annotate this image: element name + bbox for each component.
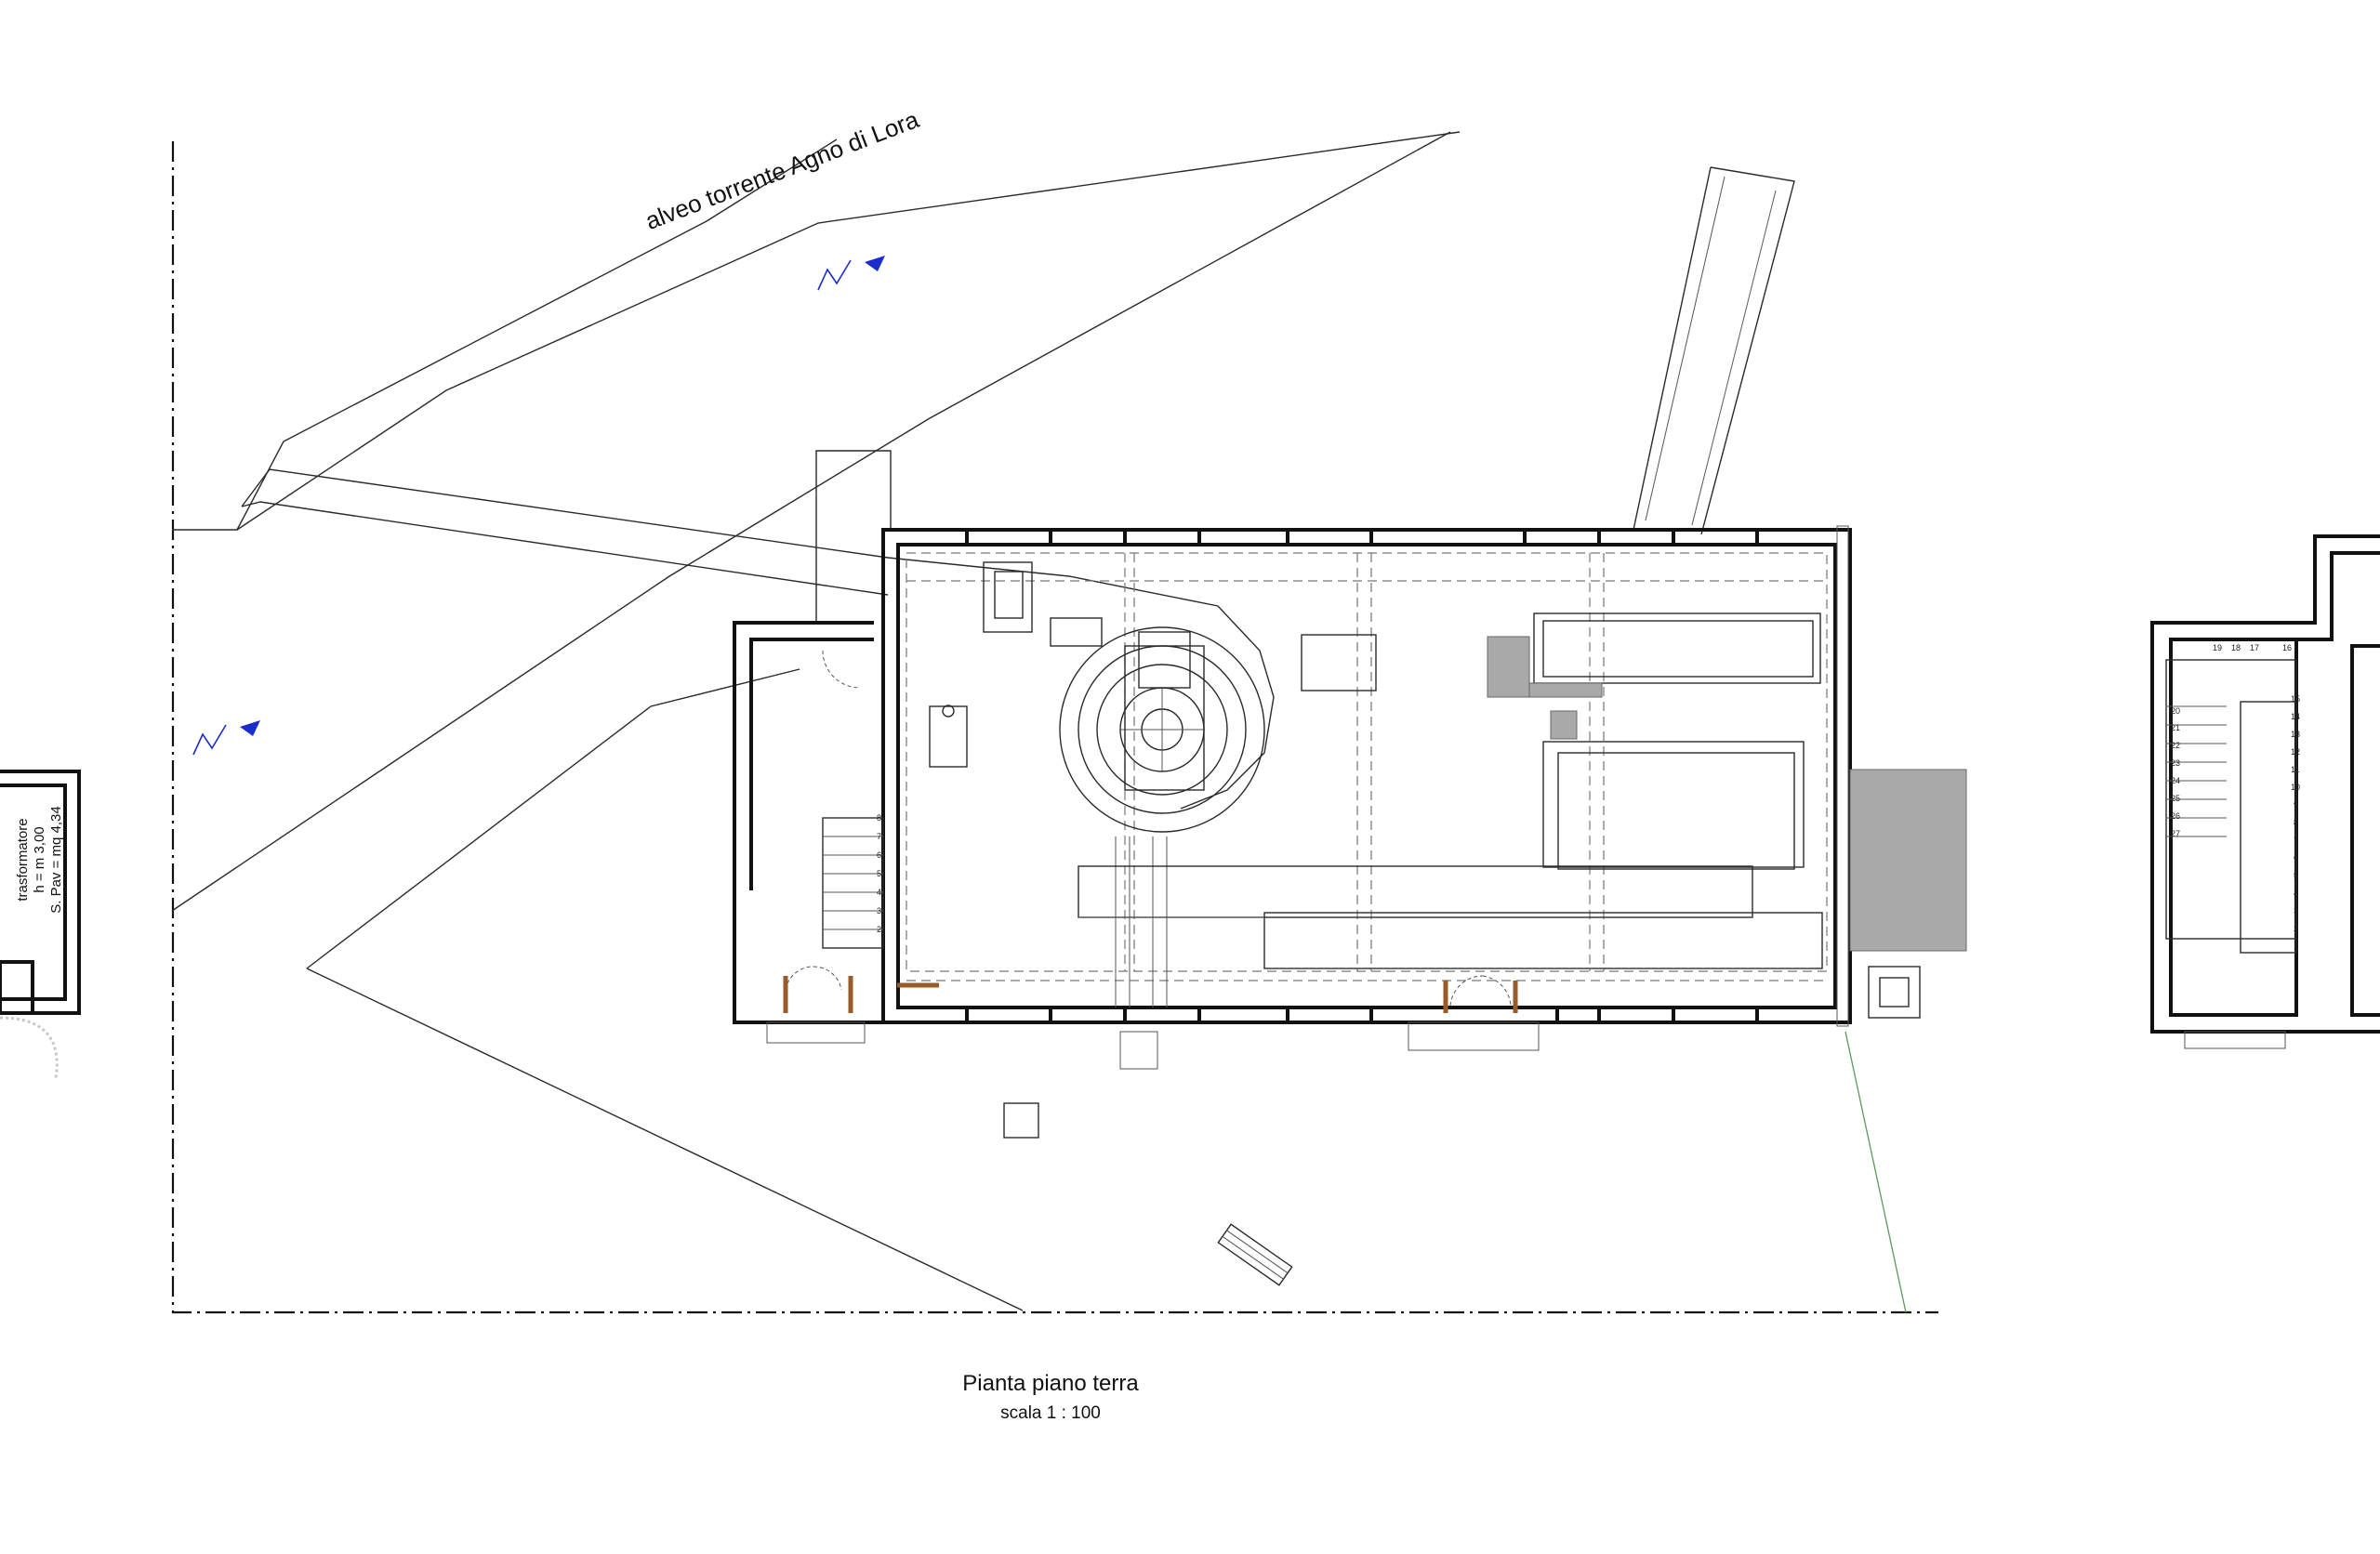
svg-text:5: 5 <box>2294 871 2298 880</box>
drawing-scale: scala 1 : 100 <box>1000 1403 1101 1423</box>
section-marker-top <box>817 256 885 291</box>
transformer-height: h = m 3,00 <box>32 826 47 893</box>
svg-text:5: 5 <box>877 869 881 878</box>
svg-text:2: 2 <box>877 925 881 934</box>
transformer-area: S. Pav = mq 4,34 <box>48 806 64 914</box>
main-building <box>881 525 1852 1027</box>
site-line <box>1844 1031 1907 1313</box>
svg-text:8: 8 <box>2294 818 2298 827</box>
left-annex: 8 7 6 5 4 3 2 <box>733 621 939 1044</box>
svg-text:6: 6 <box>2294 853 2298 863</box>
svg-text:1: 1 <box>2294 942 2298 951</box>
svg-text:21: 21 <box>2171 723 2180 732</box>
bench <box>1217 1223 1293 1286</box>
manhole <box>1868 966 1921 1019</box>
rs-top-19: 19 <box>2213 643 2222 652</box>
svg-text:7: 7 <box>877 832 881 841</box>
svg-text:9: 9 <box>2294 800 2298 810</box>
transformer-cabin <box>0 770 81 1079</box>
svg-text:8: 8 <box>877 813 881 823</box>
svg-text:4: 4 <box>877 888 881 897</box>
svg-text:6: 6 <box>877 850 881 860</box>
svg-text:2: 2 <box>2294 924 2298 933</box>
site-boundary <box>171 141 1938 1314</box>
svg-text:15: 15 <box>2291 694 2300 704</box>
section-label-left: 1-1 <box>279 706 280 707</box>
river-banks <box>171 131 1461 1311</box>
drawing-title: Pianta piano terra <box>962 1371 1139 1396</box>
annex-outline <box>815 450 892 621</box>
transformer-name: trasformatore <box>15 818 31 902</box>
svg-text:24: 24 <box>2171 776 2180 785</box>
svg-text:11: 11 <box>2291 765 2299 774</box>
svg-text:27: 27 <box>2171 829 2180 838</box>
svg-text:17: 17 <box>2250 643 2259 652</box>
outside-box <box>1003 1102 1039 1139</box>
svg-text:4: 4 <box>2294 889 2298 898</box>
svg-text:10: 10 <box>2291 783 2300 792</box>
svg-text:12: 12 <box>2291 747 2300 757</box>
svg-text:3: 3 <box>2294 906 2298 915</box>
section-label-top: 1-1 <box>930 242 931 243</box>
svg-text:3: 3 <box>877 906 881 915</box>
hatched-platform <box>1849 769 1967 952</box>
svg-text:26: 26 <box>2171 811 2180 821</box>
svg-text:14: 14 <box>2291 712 2300 721</box>
right-building <box>2150 534 2380 1049</box>
section-marker-left <box>192 720 260 756</box>
svg-text:13: 13 <box>2291 730 2300 739</box>
svg-text:7: 7 <box>2294 836 2298 845</box>
svg-text:18: 18 <box>2231 643 2241 652</box>
svg-text:20: 20 <box>2171 706 2180 716</box>
svg-text:22: 22 <box>2171 741 2180 750</box>
transformer-labels: trasformatore h = m 3,00 S. Pav = mq 4,3… <box>15 781 65 939</box>
svg-text:25: 25 <box>2171 794 2180 803</box>
penstock <box>1633 166 1795 535</box>
main-doors <box>1119 975 1540 1070</box>
svg-text:23: 23 <box>2171 758 2180 768</box>
svg-text:16: 16 <box>2282 643 2292 652</box>
